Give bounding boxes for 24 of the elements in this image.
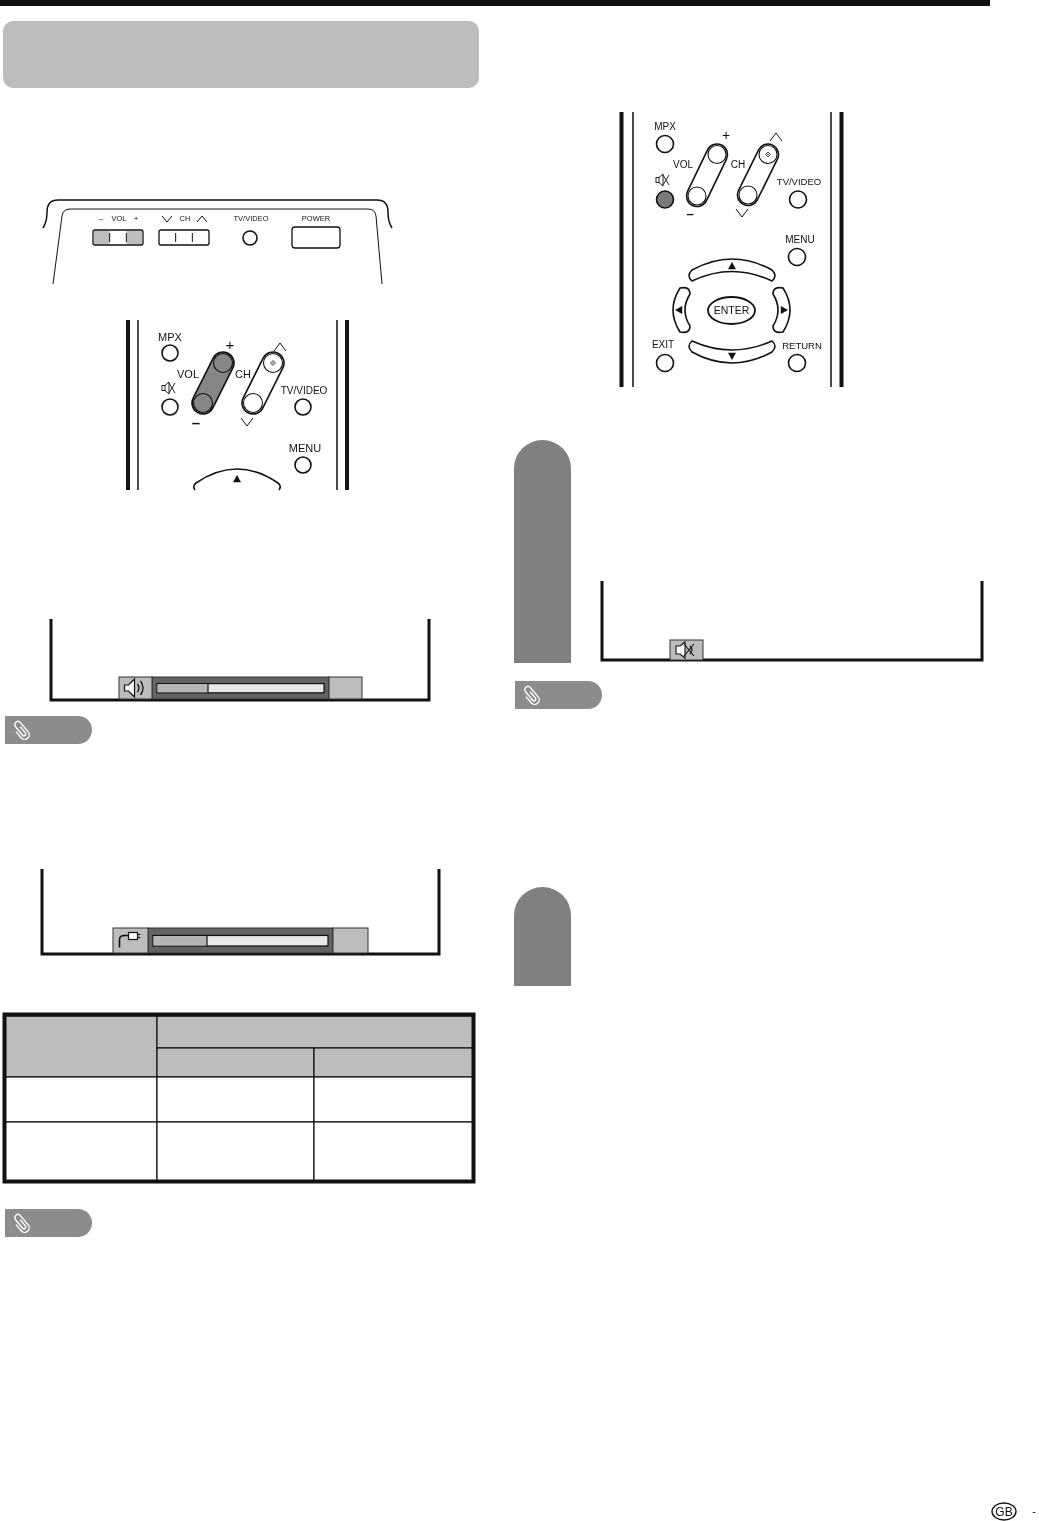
step-marker: [514, 887, 571, 986]
button-label: MENU: [785, 235, 815, 245]
enter-button: ENTER: [707, 296, 756, 325]
button-label: MPX: [158, 331, 182, 343]
button-label: VOL: [177, 368, 199, 380]
page-number-dash: -: [1032, 1505, 1036, 1517]
button-label: +: [133, 215, 139, 223]
button-label: –: [98, 215, 104, 223]
button-label: +: [225, 336, 235, 352]
button-label: –: [191, 414, 201, 430]
button-label: MENU: [288, 442, 322, 454]
button-label: EXIT: [651, 340, 675, 350]
button-label: TV/VIDEO: [280, 386, 328, 396]
button-label: CH: [235, 368, 251, 380]
country-code-badge: GB: [991, 1502, 1017, 1521]
title-banner: [3, 21, 479, 88]
step-marker: [514, 440, 571, 663]
button-label: –: [686, 206, 694, 220]
button-label: MPX: [654, 122, 676, 132]
button-label: RETURN: [782, 341, 822, 351]
button-label: VOL: [673, 160, 693, 170]
button-label: +: [721, 128, 731, 142]
button-label: TV/VIDEO: [776, 177, 822, 187]
button-label: CH: [730, 160, 746, 170]
